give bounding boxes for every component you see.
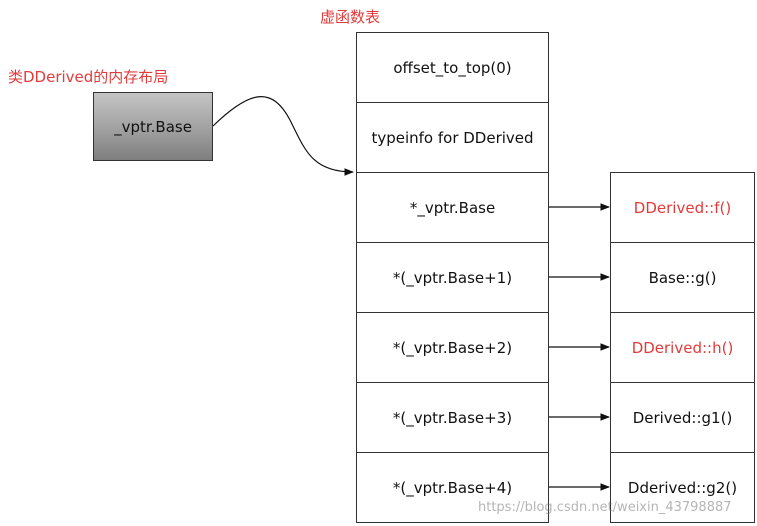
function-box-derived-g1: Derived::g1()	[610, 382, 755, 453]
function-label: Derived::g1()	[632, 408, 733, 427]
vtable-entry-label: *(_vptr.Base+1)	[392, 268, 513, 287]
function-box-ddf: DDerived::f()	[610, 172, 755, 243]
vtable-entry-3: *(_vptr.Base+1)	[356, 242, 549, 313]
vtable-entry-label: *(_vptr.Base+3)	[392, 408, 513, 427]
vtable-entry-2: *_vptr.Base	[356, 172, 549, 243]
watermark: https://blog.csdn.net/weixin_43798887	[478, 500, 732, 515]
vtable-entry-6: *(_vptr.Base+4)	[356, 452, 549, 523]
vtable-entry-label: typeinfo for DDerived	[371, 128, 534, 147]
vptr-label: _vptr.Base	[114, 117, 192, 136]
function-label: DDerived::f()	[633, 198, 732, 217]
vtable-entry-label: *_vptr.Base	[409, 198, 496, 217]
vtable-entry-label: *(_vptr.Base+4)	[392, 478, 513, 497]
memory-layout-title: 类DDerived的内存布局	[8, 68, 169, 86]
vtable-entry-4: *(_vptr.Base+2)	[356, 312, 549, 383]
vptr-box: _vptr.Base	[93, 92, 213, 161]
vtable-entry-1: typeinfo for DDerived	[356, 102, 549, 173]
vtable-entry-0: offset_to_top(0)	[356, 32, 549, 103]
function-box-ddh: DDerived::h()	[610, 312, 755, 383]
vtable-entry-label: offset_to_top(0)	[393, 58, 512, 77]
vtable-entry-5: *(_vptr.Base+3)	[356, 382, 549, 453]
vptr-pointer-arrow	[212, 96, 354, 176]
function-label: Base::g()	[648, 268, 717, 287]
vtable-title: 虚函数表	[320, 8, 381, 26]
vtable-entry-label: *(_vptr.Base+2)	[392, 338, 513, 357]
function-box-dderived-g2: Dderived::g2()	[610, 452, 755, 523]
function-label: DDerived::h()	[631, 338, 734, 357]
function-label: Dderived::g2()	[627, 478, 738, 497]
